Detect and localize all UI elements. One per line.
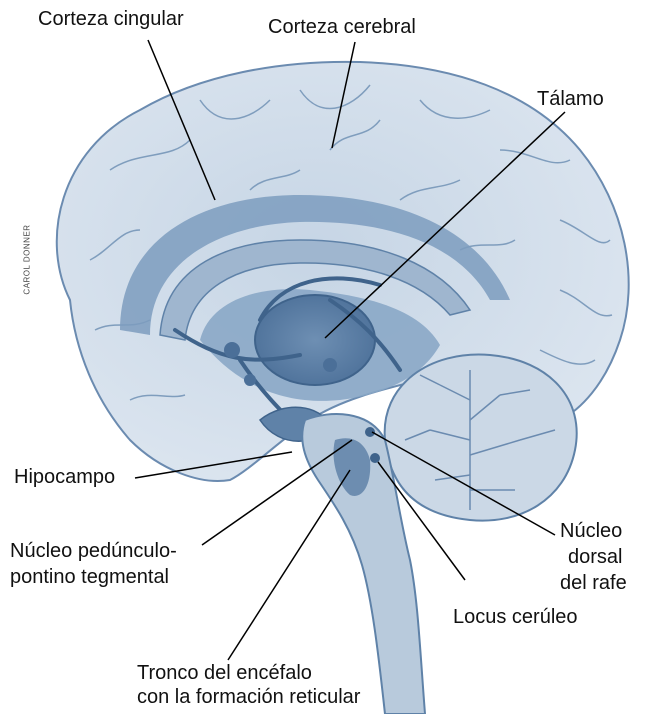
label-nucleo-dorsal-line2: dorsal	[568, 546, 622, 569]
label-nucleo-dorsal-line3: del rafe	[560, 572, 627, 595]
label-corteza-cingular: Corteza cingular	[38, 8, 184, 31]
label-talamo: Tálamo	[537, 88, 604, 111]
label-hipocampo: Hipocampo	[14, 466, 115, 489]
locus-coeruleus	[370, 453, 380, 463]
label-locus-ceruleo: Locus cerúleo	[453, 606, 578, 629]
label-tronco-line2: con la formación reticular	[137, 686, 360, 709]
cerebellum	[385, 355, 577, 521]
label-tronco-line1: Tronco del encéfalo	[137, 662, 312, 685]
label-nucleo-pedunculo-line2: pontino tegmental	[10, 566, 169, 589]
label-nucleo-pedunculo-line1: Núcleo pedúnculo-	[10, 540, 177, 563]
label-corteza-cerebral: Corteza cerebral	[268, 16, 416, 39]
label-nucleo-dorsal-line1: Núcleo	[560, 520, 622, 543]
photo-credit: CAROL DONNER	[23, 224, 32, 294]
